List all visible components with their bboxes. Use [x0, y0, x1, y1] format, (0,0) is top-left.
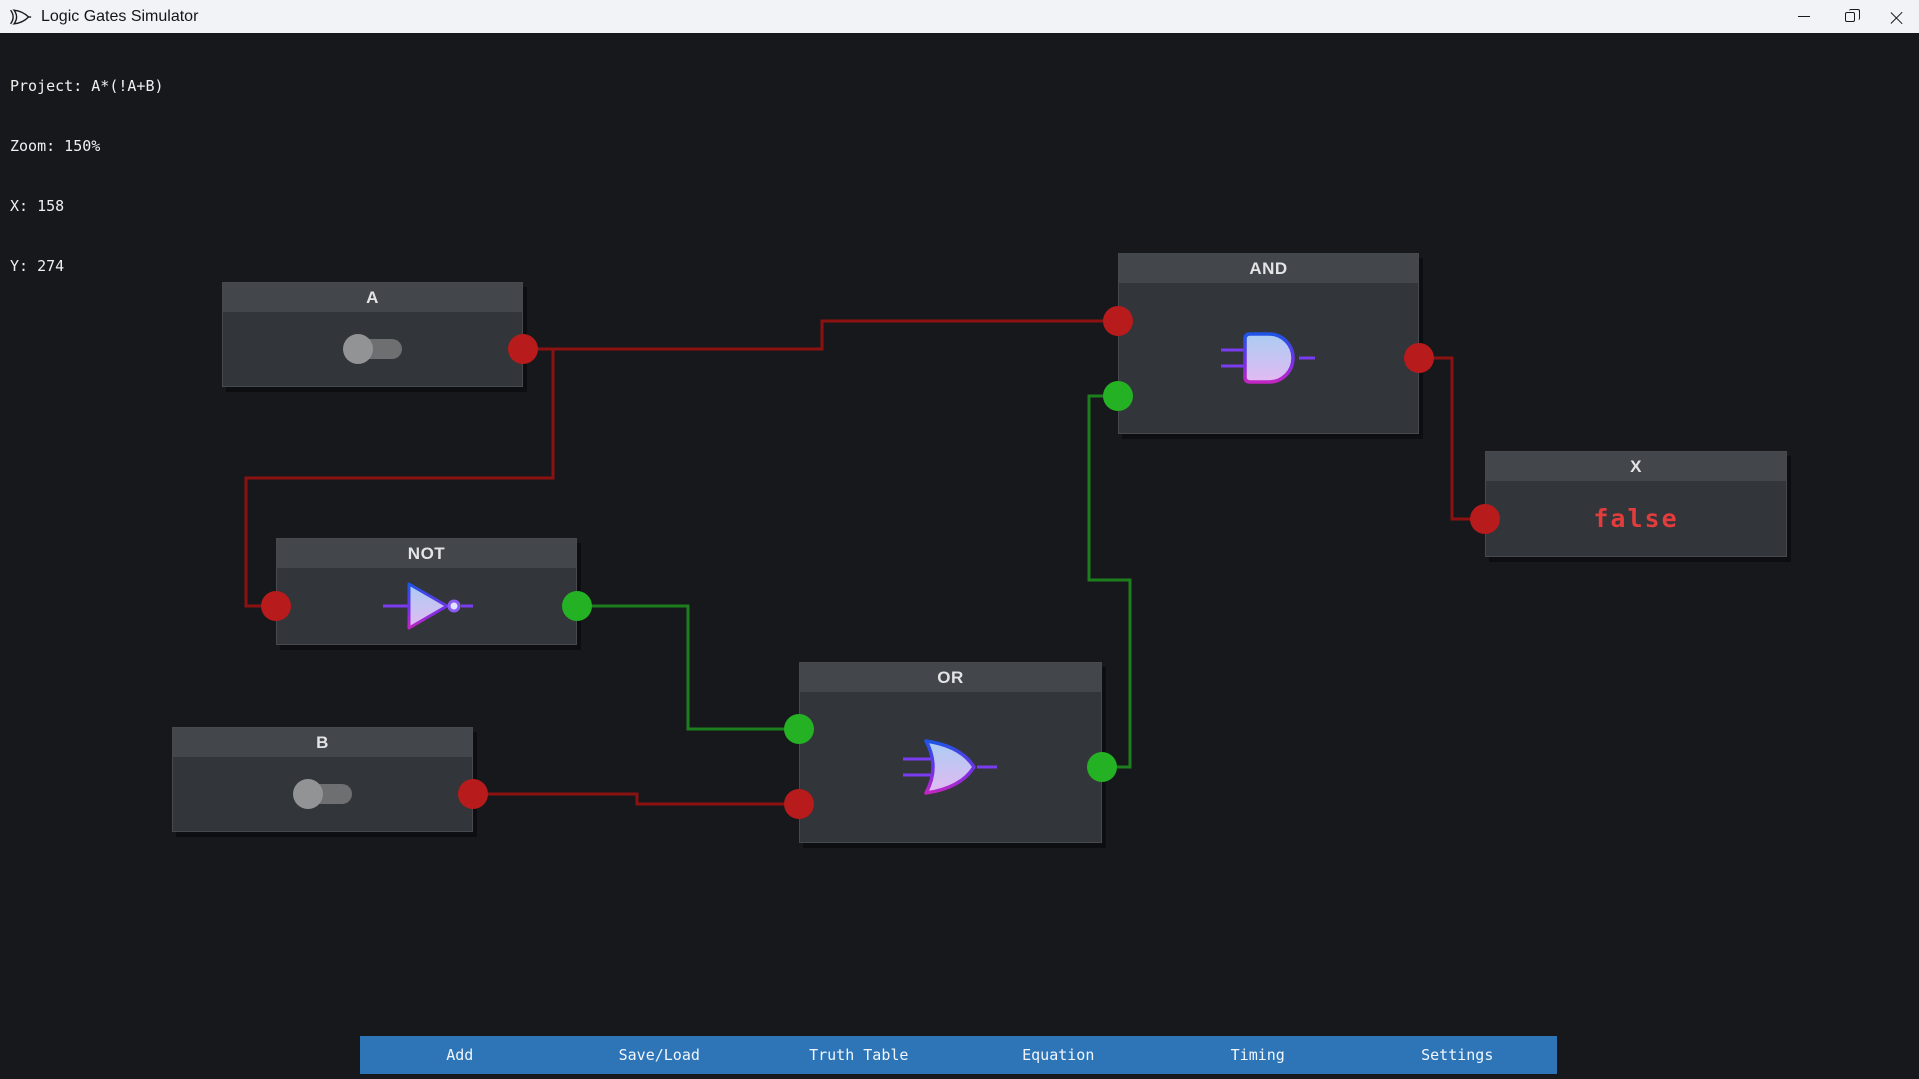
- window-title: Logic Gates Simulator: [41, 7, 199, 25]
- node-b[interactable]: B: [172, 727, 473, 832]
- node-title[interactable]: A: [223, 283, 522, 312]
- node-body: false: [1486, 481, 1786, 556]
- wire-OR.out-to-AND.in2[interactable]: [1087, 394, 1132, 769]
- toggle-knob[interactable]: [342, 334, 373, 364]
- node-a[interactable]: A: [222, 282, 523, 387]
- node-body: [173, 757, 472, 831]
- save-load-button[interactable]: Save/Load: [560, 1036, 760, 1074]
- node-title[interactable]: NOT: [277, 539, 576, 568]
- node-title[interactable]: B: [173, 728, 472, 757]
- port-and-out[interactable]: [1404, 343, 1434, 373]
- port-and-in1[interactable]: [1103, 306, 1133, 336]
- node-body: [1119, 283, 1418, 433]
- close-button[interactable]: [1873, 0, 1919, 33]
- port-a-out[interactable]: [508, 334, 538, 364]
- titlebar: Logic Gates Simulator: [0, 0, 1919, 33]
- toggle-knob[interactable]: [292, 779, 323, 809]
- port-or-in1[interactable]: [784, 714, 814, 744]
- node-body: [223, 312, 522, 386]
- node-body: [277, 568, 576, 644]
- not-gate-icon: [382, 582, 473, 630]
- wire-A.out-to-NOT.in[interactable]: [244, 347, 555, 608]
- port-not-in[interactable]: [261, 591, 291, 621]
- timing-button[interactable]: Timing: [1158, 1036, 1358, 1074]
- and-gate-icon: [1220, 332, 1315, 384]
- truth-table-button[interactable]: Truth Table: [759, 1036, 959, 1074]
- node-not[interactable]: NOT: [276, 538, 577, 645]
- port-and-in2[interactable]: [1103, 381, 1133, 411]
- project-equation-label: Project: A*(!A+B): [10, 77, 164, 95]
- node-title[interactable]: X: [1486, 452, 1786, 481]
- input-toggle-switch[interactable]: [342, 334, 402, 364]
- close-icon: [1890, 10, 1903, 23]
- port-or-in2[interactable]: [784, 789, 814, 819]
- node-or[interactable]: OR: [799, 662, 1102, 843]
- port-x-in[interactable]: [1470, 504, 1500, 534]
- output-value: false: [1593, 504, 1679, 533]
- bottom-toolbar: Add Save/Load Truth Table Equation Timin…: [360, 1036, 1557, 1074]
- restore-icon: [1845, 8, 1860, 22]
- or-gate-icon: [902, 739, 997, 795]
- wire-B.out-to-OR.in2[interactable]: [473, 792, 799, 806]
- port-b-out[interactable]: [458, 779, 488, 809]
- node-body: [800, 692, 1101, 842]
- status-overlay: Project: A*(!A+B) Zoom: 150% X: 158 Y: 2…: [10, 36, 164, 296]
- equation-button[interactable]: Equation: [959, 1036, 1159, 1074]
- input-toggle-switch[interactable]: [292, 779, 352, 809]
- add-button[interactable]: Add: [360, 1036, 560, 1074]
- minimize-icon: [1798, 15, 1810, 18]
- app-logo-xor-gate-icon: [8, 8, 32, 26]
- cursor-y-label: Y: 274: [10, 257, 65, 275]
- settings-button[interactable]: Settings: [1358, 1036, 1558, 1074]
- wire-NOT.out-to-OR.in1[interactable]: [577, 604, 799, 731]
- node-and[interactable]: AND: [1118, 253, 1419, 434]
- minimize-button[interactable]: [1781, 0, 1827, 33]
- restore-button[interactable]: [1827, 0, 1873, 33]
- node-title[interactable]: OR: [800, 663, 1101, 692]
- zoom-level-label: Zoom: 150%: [10, 137, 101, 155]
- port-or-out[interactable]: [1087, 752, 1117, 782]
- cursor-x-label: X: 158: [10, 197, 65, 215]
- wire-A.out-to-AND.in1[interactable]: [523, 319, 1118, 351]
- port-not-out[interactable]: [562, 591, 592, 621]
- wire-AND.out-to-X.in[interactable]: [1419, 356, 1485, 521]
- node-title[interactable]: AND: [1119, 254, 1418, 283]
